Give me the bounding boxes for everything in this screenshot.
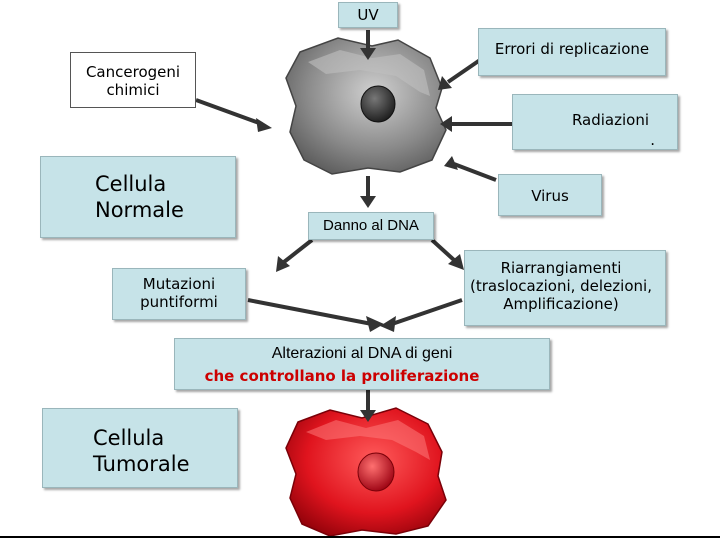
arrows: [195, 30, 512, 412]
cellula-normale-label: Cellula Normale: [95, 172, 184, 222]
bottom-line: [0, 536, 720, 538]
normal-cell-nucleus: [360, 85, 396, 123]
alterazioni-line2: che controllano la proliferazione: [204, 367, 480, 385]
uv-label: UV: [357, 6, 379, 24]
arrow-danno-to-mutazioni: [282, 238, 314, 264]
arrow-virus-to-cell: [453, 162, 497, 182]
arrow-heads: [256, 48, 464, 422]
virus-box: Virus: [498, 174, 602, 216]
cancerogeni-box: Cancerogeni chimici: [70, 52, 196, 108]
arrow-cancerogeni-to-cell: [195, 98, 263, 126]
tumor-cell-nucleus: [357, 452, 395, 492]
danno-dna-label: Danno al DNA: [323, 217, 419, 234]
arrow-errori-to-cell: [446, 58, 482, 84]
cellula-tumorale-label: Cellula Tumorale: [93, 426, 190, 476]
alterazioni-line1: Alterazioni al DNA di geni: [271, 345, 453, 362]
errori-label: Errori di replicazione: [494, 40, 650, 58]
arrow-riarrangiamenti-to-alterazioni: [391, 298, 463, 326]
cellula-normale-box: Cellula Normale: [40, 156, 236, 238]
arrow-mutazioni-to-alterazioni: [247, 298, 373, 326]
mutazioni-box: Mutazioni puntiformi: [112, 268, 246, 320]
danno-dna-box: Danno al DNA: [308, 212, 434, 240]
riarrangiamenti-box: Riarrangiamenti (traslocazioni, delezion…: [464, 250, 666, 326]
virus-label: Virus: [531, 187, 569, 205]
alterazioni-box: Alterazioni al DNA di geni che controlla…: [174, 338, 550, 390]
riarrangiamenti-label: Riarrangiamenti (traslocazioni, delezion…: [470, 259, 652, 313]
cancerogeni-label: Cancerogeni chimici: [85, 63, 181, 99]
arrow-danno-to-riarrangiamenti: [430, 238, 456, 262]
uv-box: UV: [338, 2, 398, 28]
normal-cell-image: [285, 37, 447, 175]
radiazioni-box: Radiazioni .: [512, 94, 678, 150]
mutazioni-label: Mutazioni puntiformi: [140, 275, 218, 311]
radiazioni-dot: .: [650, 131, 655, 149]
tumor-cell-image: [285, 407, 447, 537]
errori-box: Errori di replicazione: [478, 28, 666, 76]
cellula-tumorale-box: Cellula Tumorale: [42, 408, 238, 488]
radiazioni-label: Radiazioni: [571, 111, 649, 129]
